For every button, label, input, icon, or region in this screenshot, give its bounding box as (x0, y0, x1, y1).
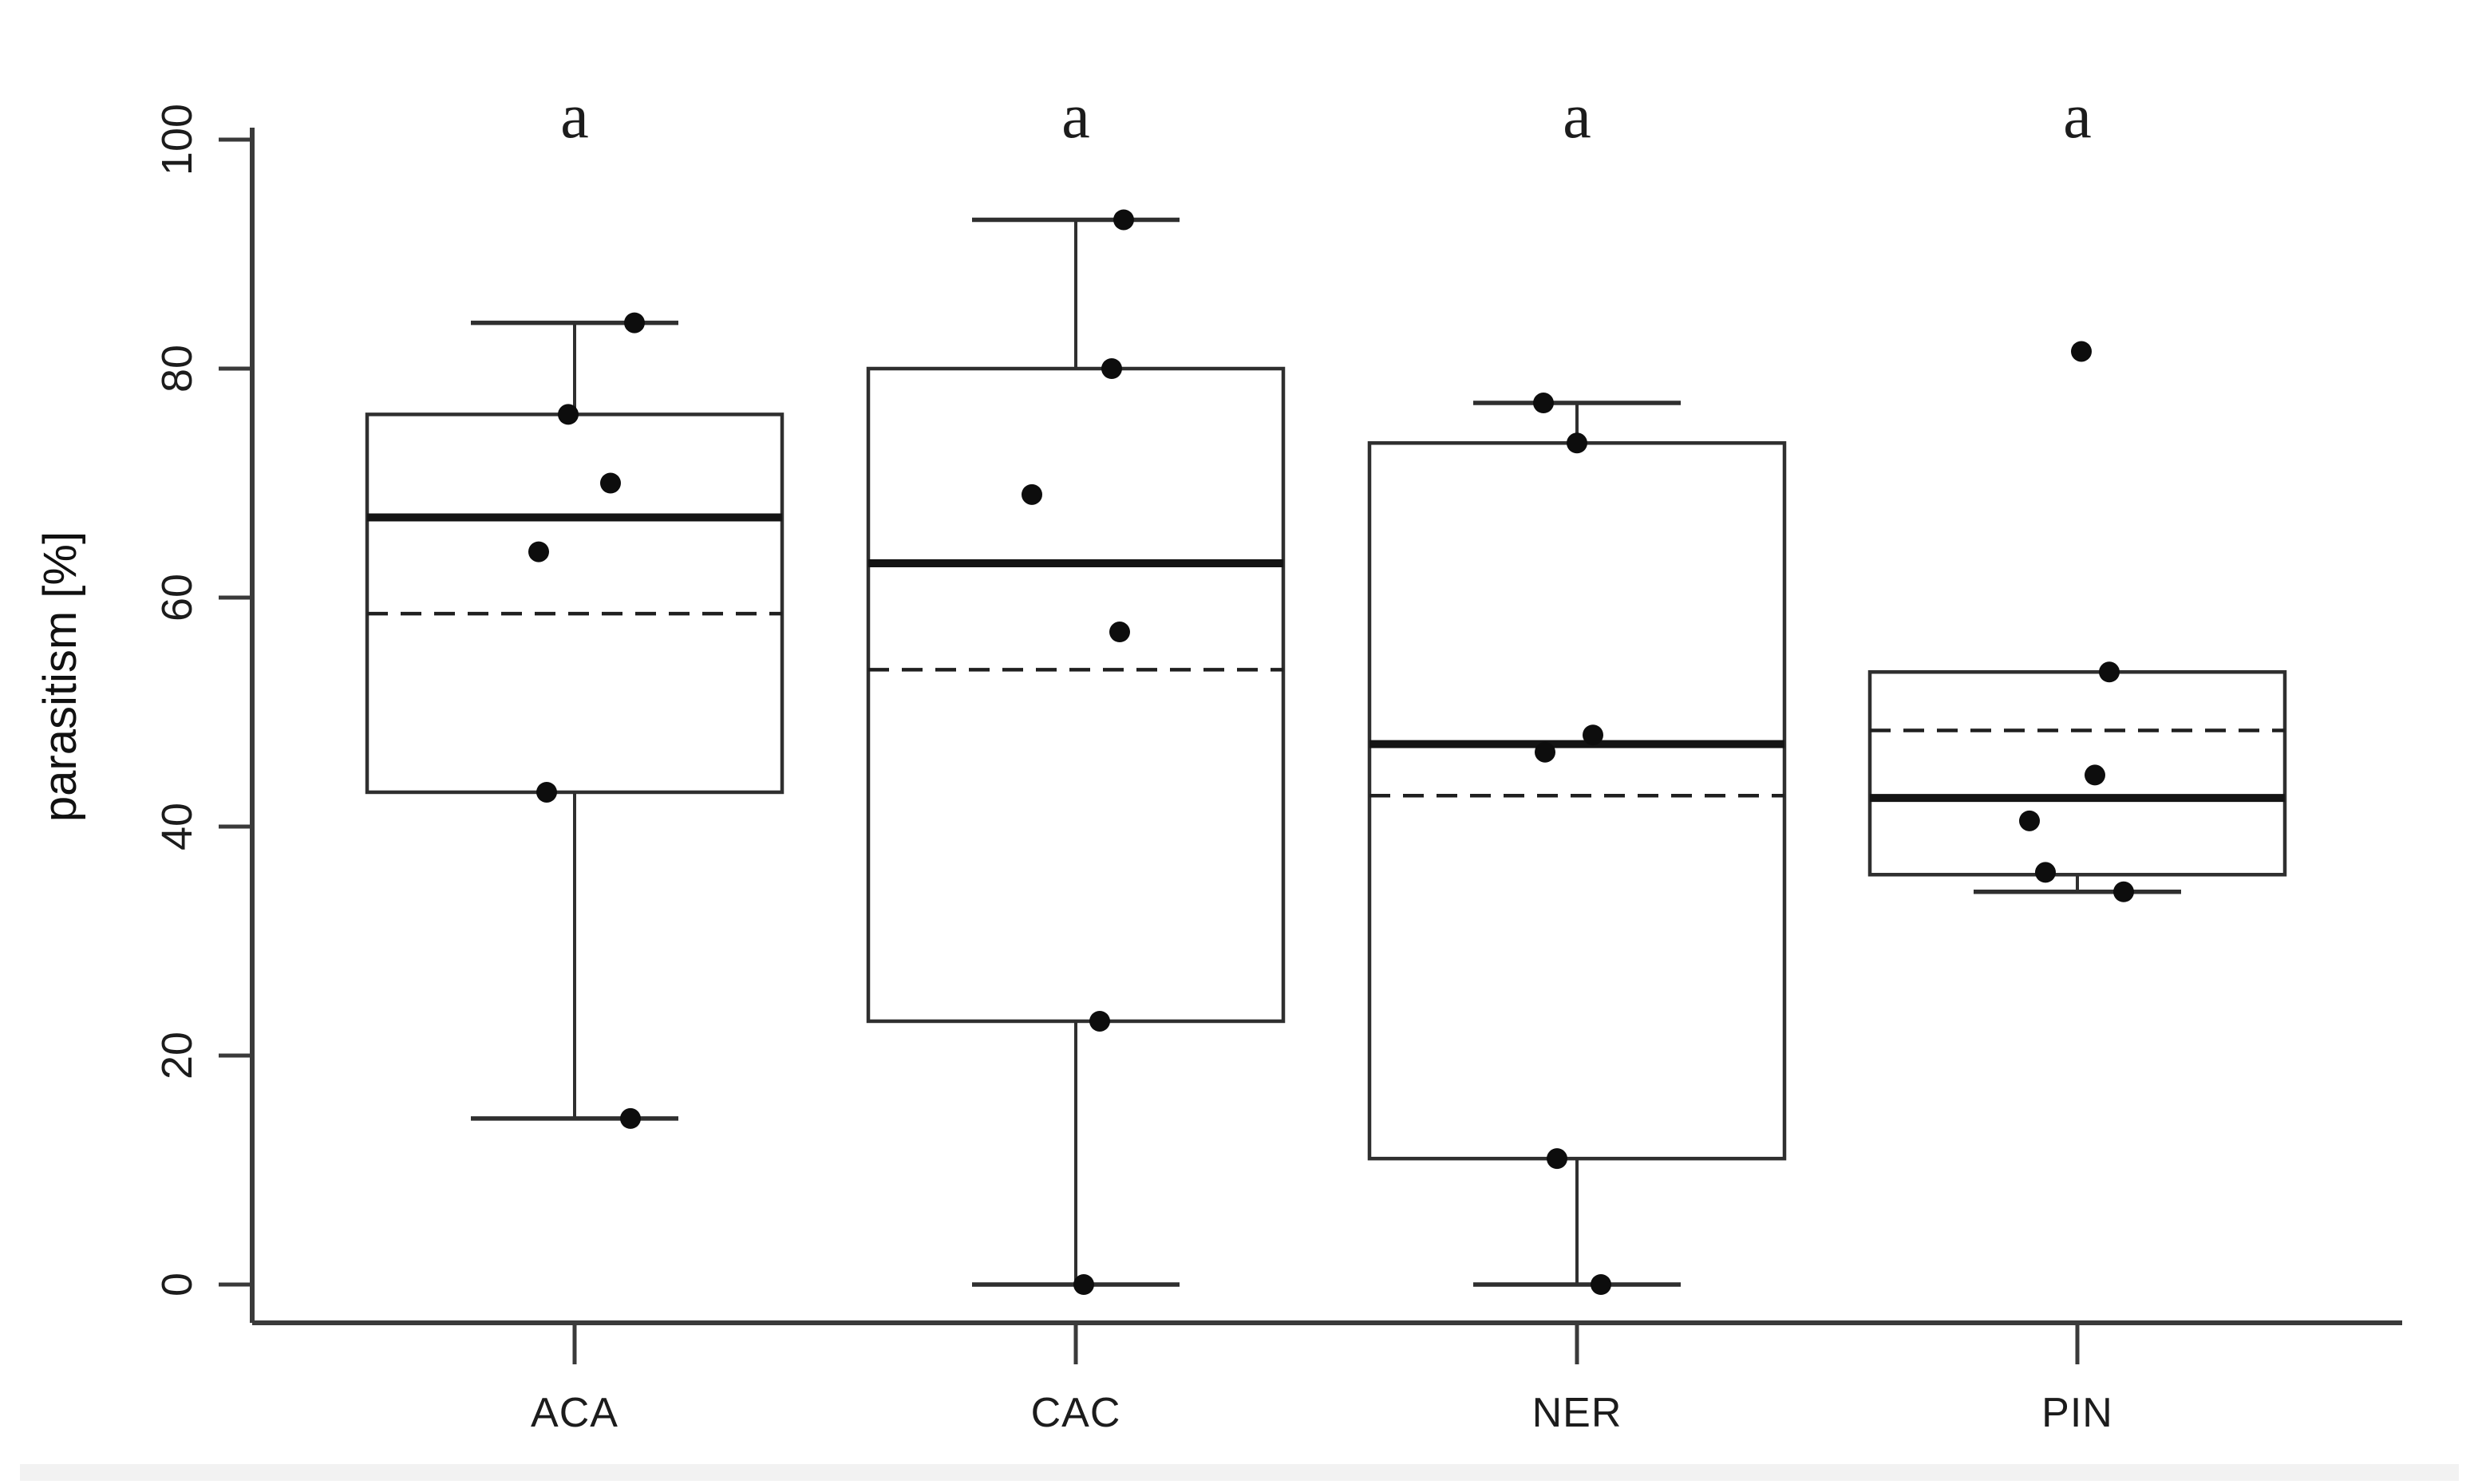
footer-gray-bar (20, 1464, 2459, 1481)
y-tick-label: 0 (153, 1273, 201, 1297)
box-NER (1367, 441, 1787, 1161)
y-tick-label: 100 (153, 104, 201, 176)
data-point-NER (1567, 432, 1587, 454)
data-point-PIN (2035, 862, 2056, 883)
x-category-label-CAC: CAC (1031, 1390, 1121, 1436)
y-tick-label: 40 (153, 803, 201, 851)
data-point-ACA (600, 472, 621, 494)
data-point-PIN (2099, 661, 2120, 683)
data-point-NER (1591, 1274, 1611, 1295)
y-axis-title: parasitism [%] (34, 531, 86, 822)
box-PIN (1867, 670, 2287, 877)
y-tick-label: 60 (153, 574, 201, 622)
significance-letter-ACA: a (560, 81, 589, 152)
data-point-CAC (1101, 358, 1122, 379)
data-point-CAC (1113, 209, 1134, 231)
x-category-label-ACA: ACA (531, 1390, 618, 1436)
box-ACA (365, 412, 784, 795)
data-point-CAC (1022, 483, 1042, 505)
data-point-ACA (624, 312, 645, 334)
data-point-ACA (536, 781, 557, 803)
data-point-NER (1533, 393, 1554, 414)
data-point-CAC (1109, 622, 1130, 643)
data-point-CAC (1073, 1274, 1094, 1295)
data-point-ACA (620, 1107, 641, 1129)
data-point-ACA (558, 404, 579, 425)
data-point-NER (1535, 741, 1555, 763)
box-CAC (866, 366, 1286, 1024)
data-point-NER (1583, 724, 1603, 746)
y-tick-label: 20 (153, 1032, 201, 1079)
data-point-ACA (528, 541, 549, 562)
x-category-label-NER: NER (1532, 1390, 1622, 1436)
y-tick-label: 80 (153, 345, 201, 393)
data-point-PIN (2085, 764, 2105, 786)
x-category-label-PIN: PIN (2041, 1390, 2113, 1436)
significance-letter-NER: a (1563, 81, 1591, 152)
data-point-NER (1547, 1148, 1567, 1170)
significance-letter-PIN: a (2063, 81, 2092, 152)
data-point-PIN (2019, 810, 2040, 831)
data-point-PIN (2071, 341, 2092, 362)
data-point-PIN (2113, 881, 2134, 902)
significance-letter-CAC: a (1061, 81, 1090, 152)
data-point-CAC (1089, 1010, 1110, 1032)
